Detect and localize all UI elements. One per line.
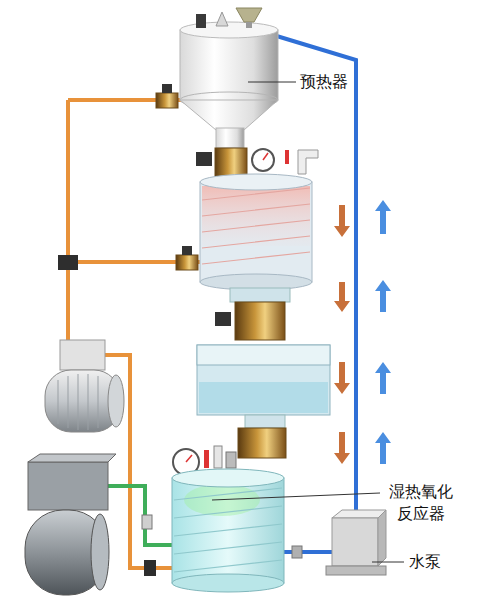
water-pump — [332, 518, 378, 566]
middle-tank — [197, 345, 330, 428]
air-compressor — [28, 462, 108, 510]
brass-coupling — [252, 149, 274, 171]
preheater — [180, 8, 278, 148]
middle-tank — [199, 382, 328, 413]
brass-coupling — [285, 150, 289, 164]
air-compressor — [28, 454, 116, 462]
flow-arrow-up — [375, 432, 391, 464]
preheater — [180, 22, 278, 38]
brass-coupling — [215, 148, 247, 176]
part-label: 预热器 — [300, 71, 348, 93]
flow-arrow-up — [375, 200, 391, 234]
green-air-pipe — [108, 486, 172, 545]
green-air-pipe — [108, 486, 172, 545]
flow-arrow-down — [334, 282, 350, 312]
middle-tank — [245, 415, 285, 428]
reactor — [174, 488, 282, 572]
water-pump — [326, 510, 386, 575]
upper-chamber — [200, 182, 312, 282]
preheater — [196, 14, 206, 28]
leader-line — [212, 82, 404, 562]
air-compressor — [91, 514, 109, 590]
air-compressor — [25, 454, 116, 595]
part-label: 水泵 — [409, 551, 441, 573]
preheater — [216, 12, 228, 26]
motor — [45, 340, 124, 432]
middle-tank — [197, 345, 330, 365]
brass-coupling — [215, 312, 231, 326]
reactor — [172, 469, 284, 592]
motor — [60, 340, 105, 370]
motor — [58, 374, 98, 430]
brass-coupling — [186, 455, 192, 462]
flow-arrow-up — [375, 280, 391, 312]
valve — [176, 255, 198, 270]
middle-tank — [197, 345, 330, 415]
brass-coupling — [230, 288, 290, 302]
brass-coupling — [226, 452, 236, 468]
brass-coupling — [196, 152, 212, 166]
flow-arrow-down — [334, 205, 350, 464]
upper-chamber — [202, 188, 310, 264]
valve — [142, 515, 152, 529]
preheater — [216, 128, 244, 148]
brass-coupling — [173, 428, 286, 475]
reactor — [172, 478, 284, 583]
flow-arrow-up — [375, 200, 391, 464]
blue-water-pipe — [292, 546, 302, 558]
preheater — [180, 100, 278, 130]
brass-coupling — [235, 302, 285, 340]
brass-coupling — [215, 288, 290, 340]
brass-coupling — [214, 446, 222, 468]
brass-coupling — [204, 450, 209, 468]
flow-arrow-down — [334, 362, 350, 394]
leader-line — [372, 562, 404, 563]
leader-line — [212, 493, 380, 500]
upper-chamber — [200, 174, 312, 190]
orange-steam-pipe — [66, 100, 70, 345]
preheater — [180, 30, 278, 100]
water-pump — [378, 510, 386, 566]
orange-steam-pipe — [105, 355, 172, 568]
valve — [144, 560, 156, 576]
valve — [162, 84, 172, 93]
valve — [182, 246, 192, 255]
preheater — [236, 8, 262, 22]
valve — [58, 255, 78, 270]
part-label: 湿热氧化 反应器 — [384, 481, 458, 525]
brass-coupling — [263, 153, 268, 160]
brass-coupling — [196, 148, 318, 176]
reactor — [172, 574, 284, 592]
upper-chamber — [202, 186, 310, 246]
flow-arrow-down — [334, 432, 350, 464]
brass-coupling — [298, 150, 318, 174]
preheater — [246, 22, 252, 28]
water-pump — [326, 566, 386, 575]
leader-line — [248, 82, 296, 83]
water-pump — [332, 510, 386, 518]
upper-chamber — [200, 174, 312, 290]
flow-arrow-up — [375, 362, 391, 394]
valve — [156, 93, 178, 108]
flow-arrow-down — [334, 205, 350, 237]
reactor — [172, 469, 284, 487]
brass-coupling — [238, 428, 286, 458]
motor — [108, 375, 124, 427]
